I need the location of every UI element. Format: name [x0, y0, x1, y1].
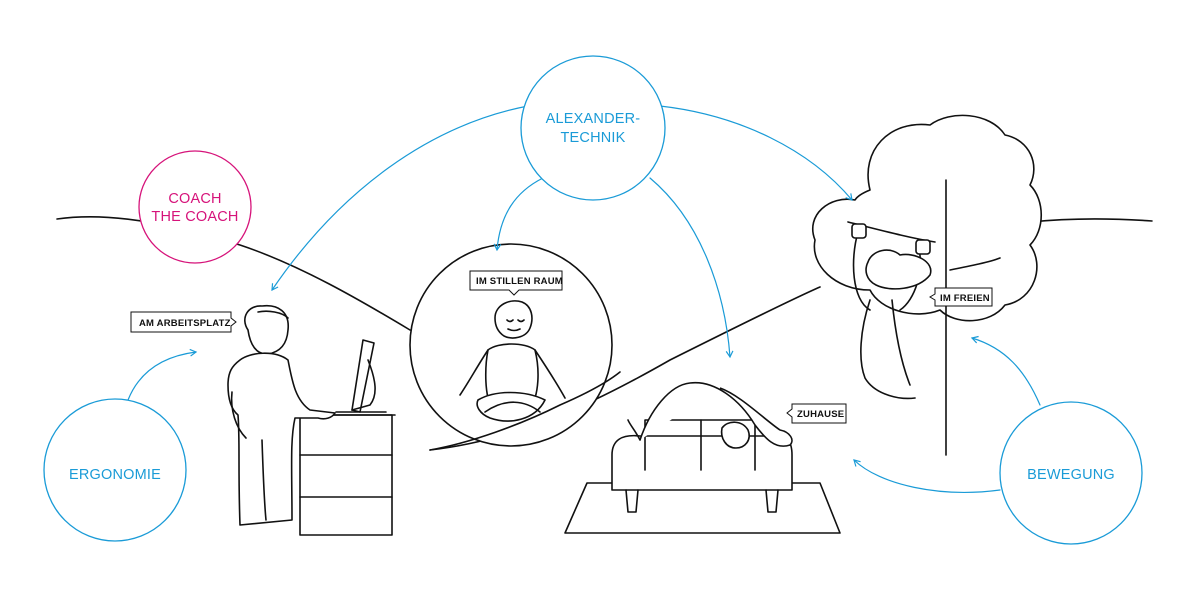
- landscape-line-right: [1029, 218, 1153, 223]
- tag-zuhause-label: ZUHAUSE: [797, 409, 844, 420]
- meditation-circle: [409, 243, 621, 451]
- desk-worker-illustration: [227, 304, 396, 536]
- tag-im-stillen-raum-label: IM STILLEN RAUM: [476, 276, 563, 287]
- tag-im-freien-label: IM FREIEN: [940, 293, 990, 304]
- coach-label-line1: COACH: [168, 191, 221, 207]
- alexander-technik-circle: ALEXANDER- TECHNIK: [520, 55, 666, 201]
- coach-the-coach-circle: COACH THE COACH: [138, 150, 252, 264]
- ergonomie-circle: ERGONOMIE: [43, 398, 187, 542]
- ergonomie-label: ERGONOMIE: [69, 467, 161, 483]
- tag-im-freien: IM FREIEN: [929, 287, 993, 307]
- bewegung-label: BEWEGUNG: [1027, 467, 1115, 483]
- alexander-label-line2: TECHNIK: [560, 130, 625, 146]
- tag-am-arbeitsplatz: AM ARBEITSPLATZ: [130, 311, 237, 333]
- alexander-label-line1: ALEXANDER-: [546, 111, 641, 127]
- tag-im-stillen-raum: IM STILLEN RAUM: [469, 270, 563, 296]
- bewegung-circle: BEWEGUNG: [999, 401, 1143, 545]
- landscape-line-left: [56, 216, 411, 331]
- tree-illustration: [812, 114, 1042, 456]
- coach-label-line2: THE COACH: [151, 209, 238, 225]
- tag-zuhause: ZUHAUSE: [786, 403, 847, 424]
- couch-illustration: [564, 381, 841, 534]
- tag-am-arbeitsplatz-label: AM ARBEITSPLATZ: [139, 318, 231, 329]
- connection-arrows: [127, 105, 1041, 493]
